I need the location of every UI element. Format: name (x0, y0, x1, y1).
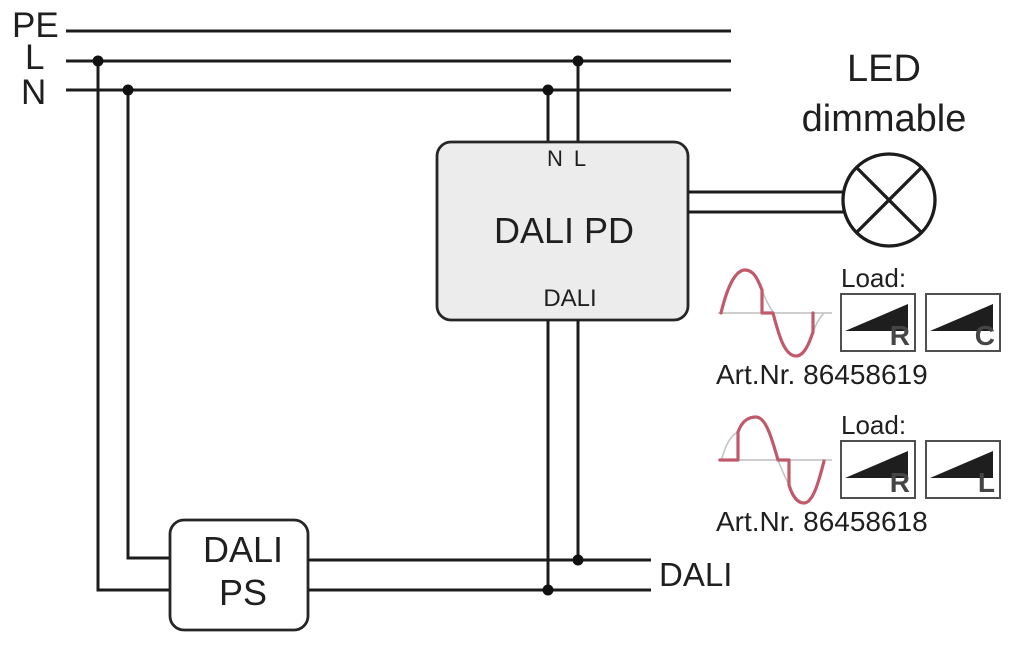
dimmer-ramp-icon (845, 304, 908, 331)
dimmer-ramp-icon (930, 304, 993, 331)
junction-dot (542, 84, 554, 96)
dimmer-ramp-icon (930, 451, 993, 478)
dali-ps-box (168, 518, 310, 632)
art-nr-label: Art.Nr. 86458619 (716, 359, 928, 390)
sine-trailing-edge-icon (718, 268, 832, 358)
junction-dot (572, 554, 584, 566)
load-type-box-resistive: R (840, 440, 916, 499)
dimmable-label: dimmable (801, 98, 967, 140)
load-label: Load: (841, 263, 907, 293)
pe-label: PE (12, 6, 59, 45)
load-letter: L (977, 467, 995, 498)
pd-terminal-n-label: N (547, 146, 563, 171)
wire-n-to-ps (126, 90, 172, 560)
led-label: LED (847, 48, 921, 90)
load-type-box-resistive: R (840, 293, 916, 352)
junction-dot (572, 55, 584, 67)
load-variant-86458618: Load: R L Art.Nr. 86458618 (714, 407, 1014, 547)
load-variant-86458619: Load: R C Art.Nr. 86458619 (714, 260, 1014, 400)
wire-l-to-ps (96, 61, 172, 592)
junction-dot (122, 84, 134, 96)
ps-title-line2: PS (218, 572, 268, 613)
load-type-box-capacitive: C (925, 293, 1001, 352)
sine-leading-edge-icon (718, 415, 832, 505)
lamp-icon (841, 152, 937, 248)
load-label: Load: (841, 410, 907, 440)
load-letter: R (889, 467, 910, 498)
junction-dot (542, 584, 554, 596)
dali-pd-box (435, 140, 690, 322)
ps-title-line1: DALI (202, 529, 284, 570)
dali-bus-label: DALI (659, 556, 733, 593)
art-nr-label: Art.Nr. 86458618 (716, 506, 928, 537)
pd-title: DALI PD (493, 210, 635, 251)
load-letter: C (974, 320, 995, 351)
pd-dali-terminal-label: DALI (543, 285, 597, 312)
junction-dot (92, 55, 104, 67)
load-type-box-inductive: L (925, 440, 1001, 499)
n-label: N (21, 73, 47, 112)
dimmer-ramp-icon (845, 451, 908, 478)
l-label: L (25, 38, 45, 77)
load-letter: R (889, 320, 910, 351)
pd-terminal-l-label: L (573, 146, 587, 171)
